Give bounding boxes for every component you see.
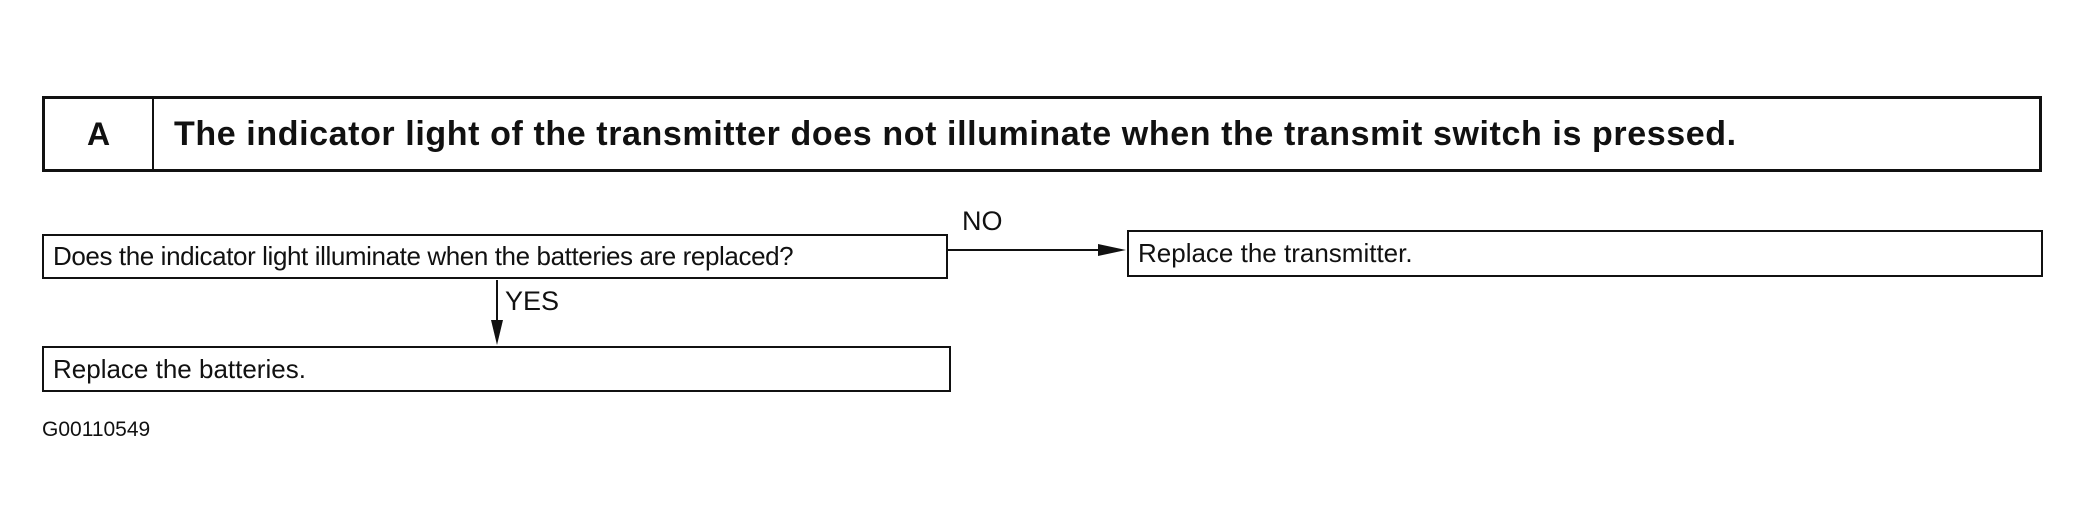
no-action-box: Replace the transmitter. — [1127, 230, 2043, 277]
no-arrowhead — [1098, 244, 1126, 256]
no-branch-label: NO — [962, 206, 1003, 236]
symptom-code: A — [45, 99, 154, 169]
symptom-title: The indicator light of the transmitter d… — [174, 114, 1737, 153]
yes-arrowhead — [491, 320, 503, 345]
figure-code: G00110549 — [42, 418, 151, 441]
yes-branch-label: YES — [505, 286, 560, 316]
troubleshooting-header: A The indicator light of the transmitter… — [42, 96, 2042, 172]
yes-action-box: Replace the batteries. — [42, 346, 951, 392]
question-box: Does the indicator light illuminate when… — [42, 234, 948, 279]
